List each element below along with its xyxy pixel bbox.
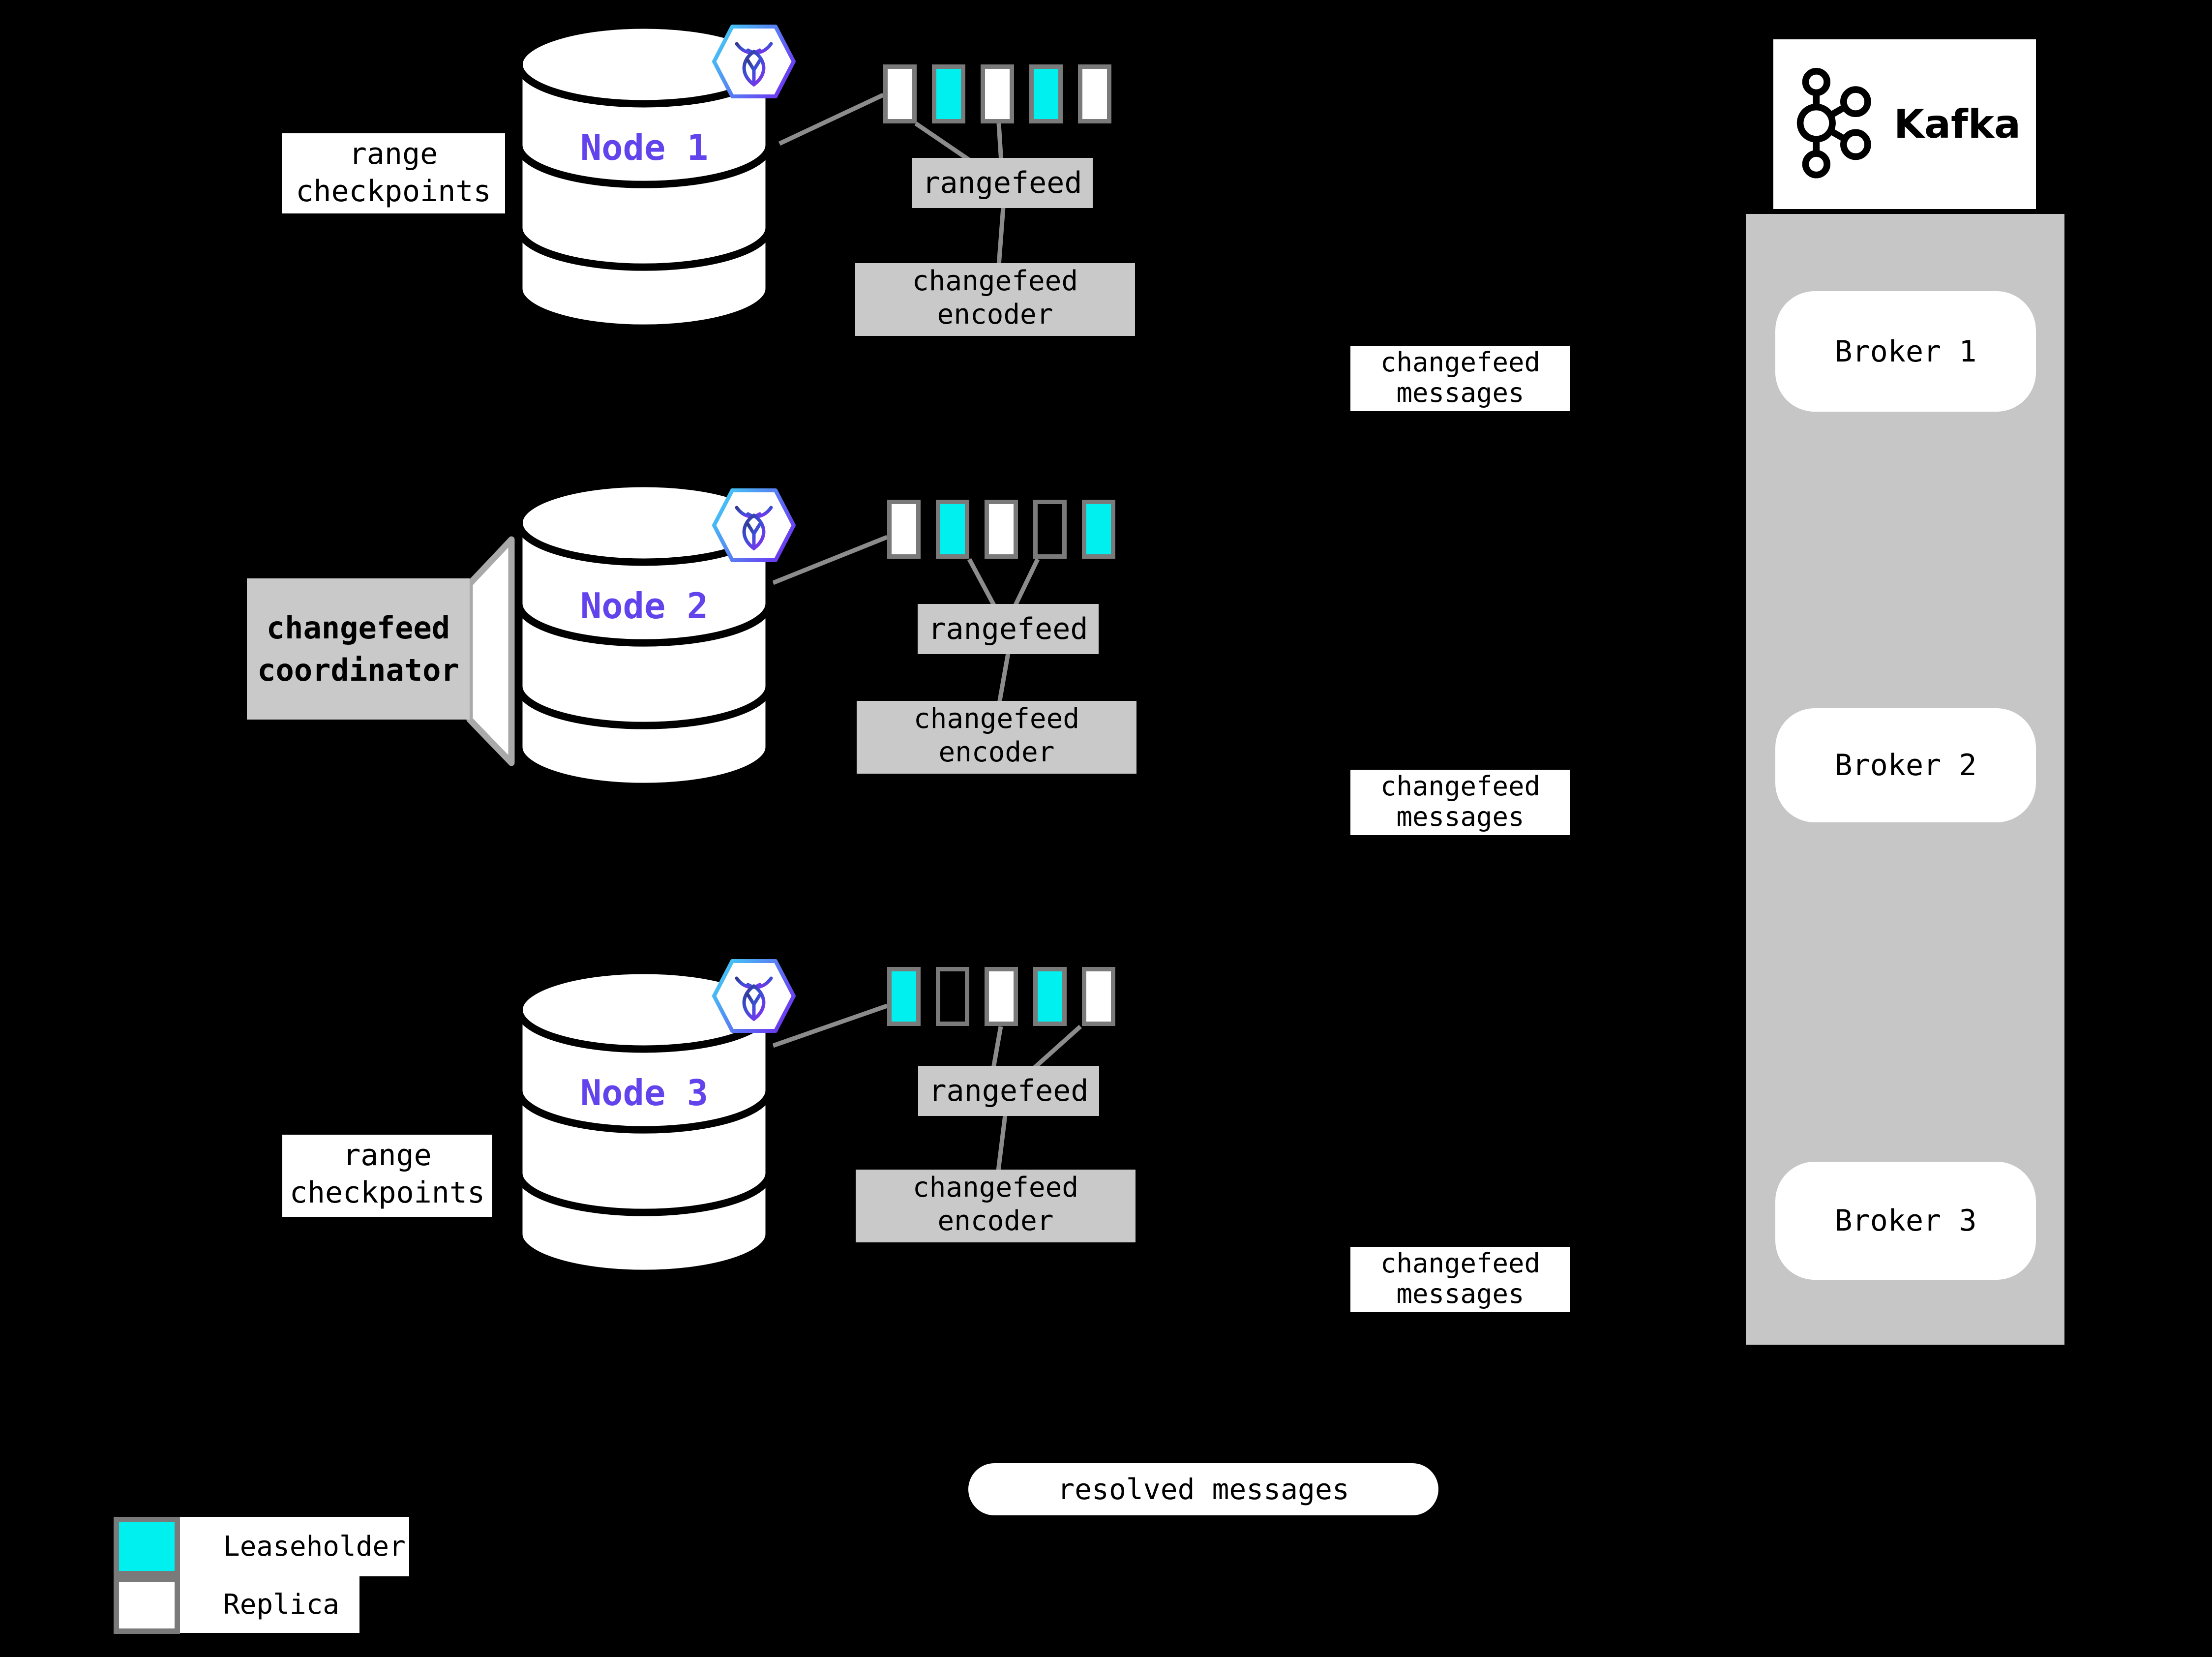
range-square — [883, 64, 917, 123]
messages-line1: changefeed — [1380, 1248, 1541, 1279]
gray-connectors — [772, 92, 1082, 1171]
range-checkpoints-line1: range — [349, 137, 438, 171]
encoder-line1: changefeed — [912, 1172, 1079, 1204]
range-checkpoints-label-node3: range checkpoints — [282, 1135, 492, 1217]
node-3-title: Node 3 — [534, 1073, 755, 1113]
kafka-logo-icon — [1796, 67, 1871, 179]
kafka-logo-label: Kafka — [1894, 101, 2021, 147]
rangefeed-box-node3: rangefeed — [918, 1066, 1099, 1116]
node-2-title-text: Node 2 — [580, 585, 709, 627]
range-square — [1078, 64, 1111, 123]
broker-1-label: Broker 1 — [1834, 334, 1977, 369]
range-checkpoints-line2: checkpoints — [289, 1175, 485, 1210]
messages-line2: messages — [1396, 1278, 1524, 1309]
changefeed-messages-label-node2: changefeed messages — [1350, 770, 1570, 835]
node-3-title-text: Node 3 — [580, 1072, 709, 1114]
encoder-line2: encoder — [937, 1205, 1054, 1237]
legend-replica-text: Replica — [223, 1589, 340, 1621]
node-2-title: Node 2 — [534, 586, 755, 626]
changefeed-messages-label-node3: changefeed messages — [1350, 1247, 1570, 1312]
resolved-messages-pill: resolved messages — [968, 1463, 1438, 1515]
node-1-title: Node 1 — [534, 128, 755, 167]
changefeed-coordinator-box: changefeed coordinator — [247, 578, 470, 720]
legend-replica-swatch — [114, 1576, 180, 1634]
changefeed-messages-label-node1: changefeed messages — [1350, 346, 1570, 411]
range-square — [936, 967, 969, 1026]
range-square — [981, 64, 1014, 123]
broker-2-box: Broker 2 — [1775, 708, 2036, 822]
broker-1-box: Broker 1 — [1775, 291, 2036, 412]
changefeed-encoder-box-node2: changefeed encoder — [857, 701, 1136, 774]
range-checkpoints-line2: checkpoints — [296, 174, 491, 209]
node-1-title-text: Node 1 — [580, 127, 709, 168]
messages-line2: messages — [1396, 801, 1524, 832]
broker-3-label: Broker 3 — [1834, 1204, 1977, 1238]
messages-line1: changefeed — [1380, 771, 1541, 802]
rangefeed-label: rangefeed — [928, 612, 1088, 646]
cockroachdb-logo-icon-node2 — [712, 488, 796, 562]
rangefeed-label: rangefeed — [928, 1074, 1089, 1108]
encoder-line2: encoder — [938, 736, 1055, 768]
legend-leaseholder-swatch — [114, 1517, 180, 1576]
changefeed-encoder-box-node3: changefeed encoder — [856, 1170, 1136, 1242]
range-square — [1033, 967, 1067, 1026]
coordinator-flag-shape — [466, 536, 515, 766]
range-square — [985, 967, 1018, 1026]
rangefeed-label: rangefeed — [922, 166, 1082, 200]
broker-2-label: Broker 2 — [1834, 748, 1977, 783]
range-square — [1082, 500, 1115, 559]
rangefeed-box-node1: rangefeed — [912, 158, 1093, 208]
messages-line1: changefeed — [1380, 347, 1541, 378]
arrowhead-into-kafka — [2056, 331, 2085, 355]
range-square — [887, 500, 921, 559]
legend-leaseholder-label: Leaseholder — [180, 1517, 409, 1576]
range-square — [1029, 64, 1063, 123]
range-square — [932, 64, 965, 123]
encoder-line1: changefeed — [913, 703, 1080, 735]
coordinator-line1: changefeed — [266, 610, 450, 646]
broker-3-box: Broker 3 — [1775, 1162, 2036, 1280]
cockroachdb-logo-icon-node1 — [712, 25, 796, 98]
range-square — [1033, 500, 1067, 559]
messages-line2: messages — [1396, 377, 1524, 408]
range-square — [887, 967, 921, 1026]
kafka-logo-box: Kafka — [1773, 39, 2036, 209]
rangefeed-box-node2: rangefeed — [918, 604, 1099, 654]
legend-replica-label: Replica — [180, 1576, 359, 1633]
range-square — [985, 500, 1018, 559]
node-1-database-cylinder-icon — [515, 21, 773, 332]
range-checkpoints-label-node1: range checkpoints — [282, 133, 505, 213]
range-square — [1082, 967, 1115, 1026]
changefeed-encoder-box-node1: changefeed encoder — [855, 263, 1135, 336]
legend-leaseholder-text: Leaseholder — [223, 1531, 406, 1563]
node-3-database-cylinder-icon — [515, 966, 773, 1277]
resolved-messages-label: resolved messages — [1057, 1473, 1349, 1506]
encoder-line2: encoder — [937, 299, 1053, 331]
range-square — [936, 500, 969, 559]
coordinator-line2: coordinator — [257, 652, 459, 688]
cockroachdb-logo-icon-node3 — [712, 959, 796, 1033]
range-checkpoints-line1: range — [343, 1138, 432, 1173]
encoder-line1: changefeed — [912, 265, 1078, 297]
